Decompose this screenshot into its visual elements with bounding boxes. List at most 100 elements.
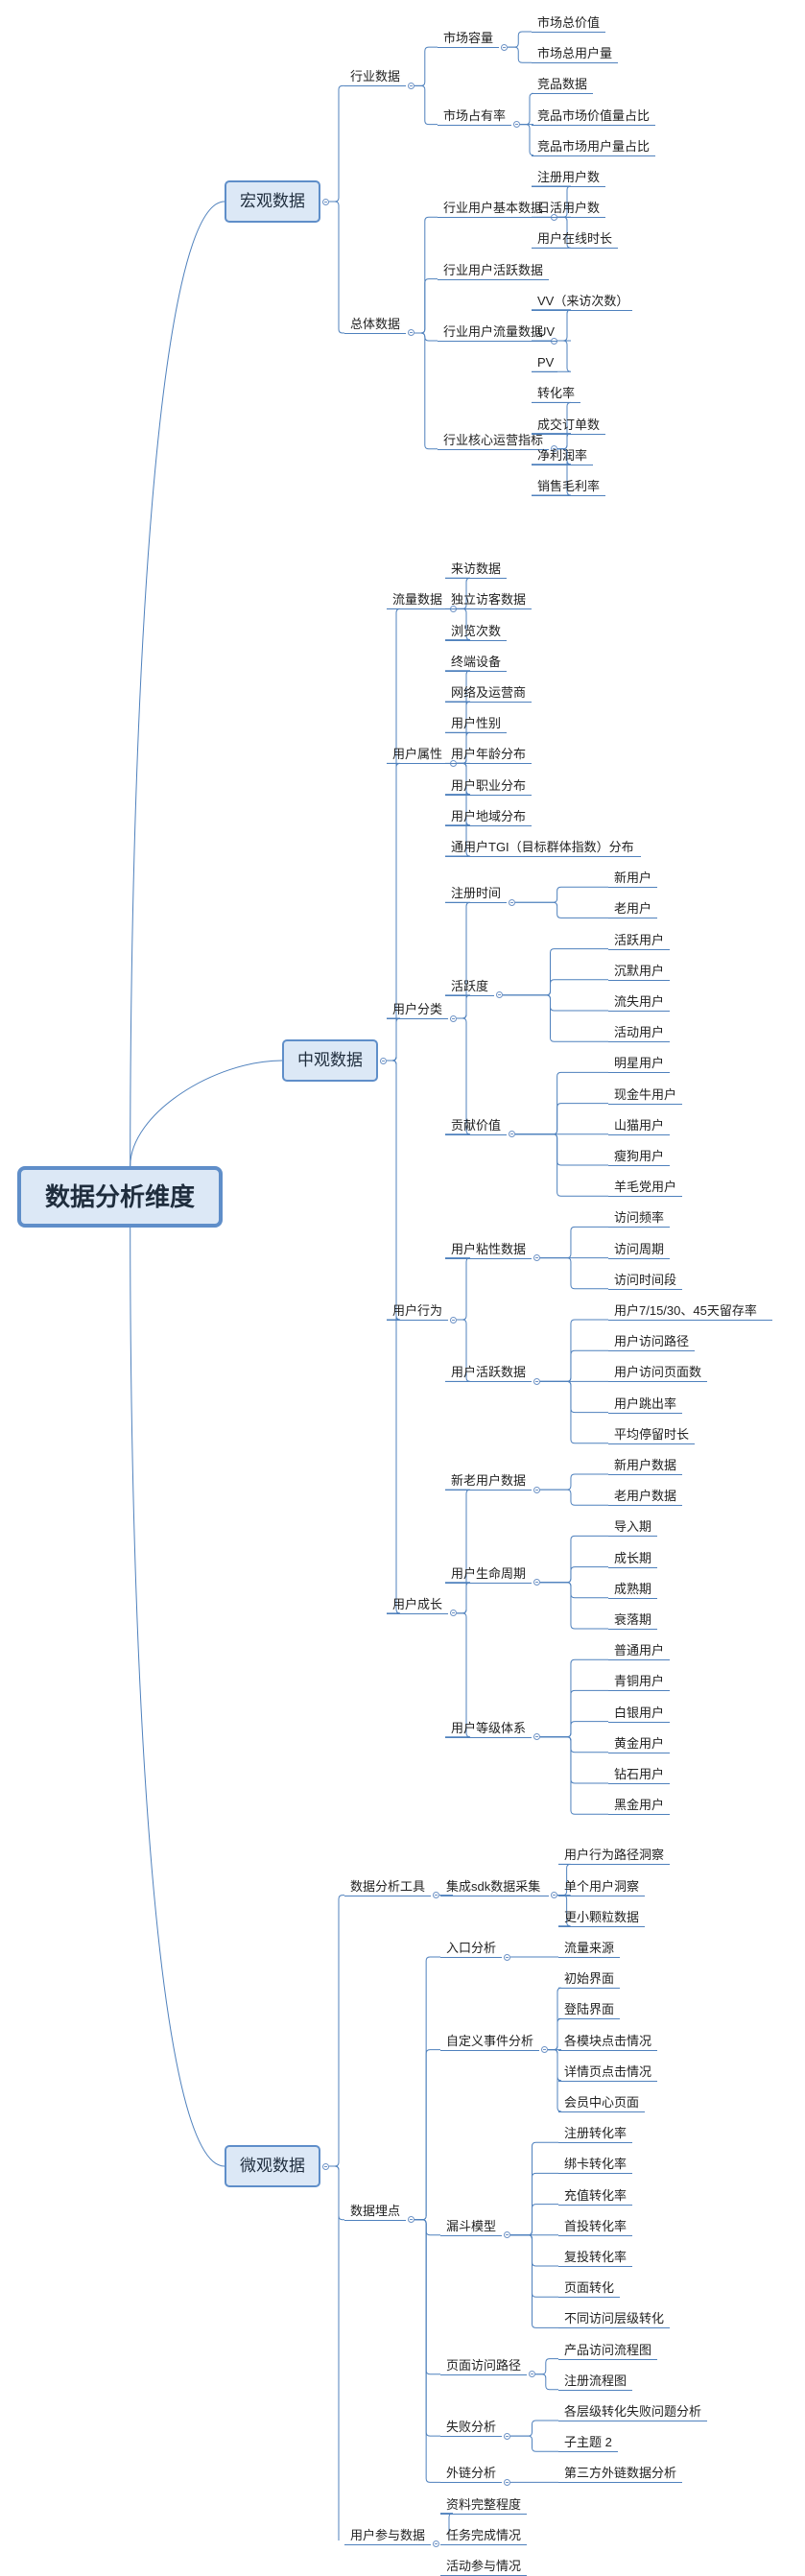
leaf-topic[interactable]: 转化率 <box>537 386 576 401</box>
collapse-toggle-icon[interactable] <box>551 445 557 453</box>
collapse-toggle-icon[interactable] <box>504 1953 510 1961</box>
leaf-topic[interactable]: 第三方外链数据分析 <box>564 2466 677 2481</box>
collapse-toggle-icon[interactable] <box>450 1014 457 1022</box>
collapse-toggle-icon[interactable] <box>504 2478 510 2486</box>
leaf-topic[interactable]: 通用户TGI（目标群体指数）分布 <box>451 840 634 854</box>
leaf-topic[interactable]: 明星用户 <box>614 1056 665 1071</box>
subtopic-group[interactable]: 外链分析 <box>446 2466 497 2481</box>
collapse-toggle-icon[interactable] <box>533 1579 540 1586</box>
leaf-topic[interactable]: 新用户数据 <box>614 1458 677 1472</box>
leaf-topic[interactable]: 黄金用户 <box>614 1735 665 1751</box>
collapse-toggle-icon[interactable] <box>533 1254 540 1262</box>
subtopic-group[interactable]: 失败分析 <box>446 2420 497 2435</box>
leaf-topic[interactable]: 老用户数据 <box>614 1489 677 1504</box>
collapse-toggle-icon[interactable] <box>408 82 414 89</box>
collapse-toggle-icon[interactable] <box>504 2231 510 2239</box>
leaf-topic[interactable]: 注册流程图 <box>564 2373 627 2388</box>
leaf-topic[interactable]: 注册用户数 <box>537 170 601 184</box>
leaf-topic[interactable]: 成交订单数 <box>537 417 601 432</box>
subtopic[interactable]: 流量数据 <box>392 592 443 608</box>
leaf-topic[interactable]: 会员中心页面 <box>564 2095 640 2110</box>
collapse-toggle-icon[interactable] <box>504 2432 510 2440</box>
leaf-topic[interactable]: 行业用户活跃数据 <box>443 262 544 277</box>
leaf-topic[interactable]: 用户职业分布 <box>451 777 527 793</box>
leaf-topic[interactable]: 访问时间段 <box>614 1272 677 1287</box>
collapse-toggle-icon[interactable] <box>501 43 508 51</box>
leaf-topic[interactable]: 普通用户 <box>614 1643 665 1658</box>
leaf-topic[interactable]: 用户访问路径 <box>614 1334 690 1349</box>
leaf-topic[interactable]: 山猫用户 <box>614 1117 665 1133</box>
collapse-toggle-icon[interactable] <box>509 898 515 906</box>
collapse-toggle-icon[interactable] <box>533 1733 540 1741</box>
subtopic[interactable]: 用户属性 <box>392 747 443 762</box>
leaf-topic[interactable]: 平均停留时长 <box>614 1426 690 1442</box>
collapse-toggle-icon[interactable] <box>408 2216 414 2224</box>
leaf-topic[interactable]: 页面转化 <box>564 2280 615 2296</box>
leaf-topic[interactable]: 成熟期 <box>614 1581 652 1596</box>
leaf-topic[interactable]: 详情页点击情况 <box>564 2063 652 2079</box>
collapse-toggle-icon[interactable] <box>550 1892 557 1899</box>
leaf-topic[interactable]: 首投转化率 <box>564 2218 627 2233</box>
leaf-topic[interactable]: VV（来访次数） <box>537 293 629 308</box>
subtopic[interactable]: 数据埋点 <box>350 2203 401 2218</box>
subtopic-group[interactable]: 页面访问路径 <box>446 2357 522 2373</box>
subtopic-group[interactable]: 入口分析 <box>446 1941 497 1955</box>
leaf-topic[interactable]: 竞品市场价值量占比 <box>537 107 651 123</box>
collapse-toggle-icon[interactable] <box>509 1131 515 1138</box>
leaf-topic[interactable]: 羊毛党用户 <box>614 1180 677 1195</box>
leaf-topic[interactable]: 各层级转化失败问题分析 <box>564 2404 702 2419</box>
subtopic-group[interactable]: 市场占有率 <box>443 107 507 123</box>
main-topic[interactable]: 中观数据 <box>282 1039 378 1082</box>
subtopic-group[interactable]: 用户粘性数据 <box>451 1241 527 1256</box>
leaf-topic[interactable]: 竞品市场用户量占比 <box>537 138 651 154</box>
root-topic[interactable]: 数据分析维度 <box>17 1166 223 1228</box>
collapse-toggle-icon[interactable] <box>322 2162 329 2170</box>
leaf-topic[interactable]: UV <box>537 324 556 339</box>
leaf-topic[interactable]: 更小颗粒数据 <box>564 1909 640 1924</box>
leaf-topic[interactable]: 独立访客数据 <box>451 592 527 608</box>
collapse-toggle-icon[interactable] <box>450 1316 457 1324</box>
leaf-topic[interactable]: 导入期 <box>614 1519 652 1535</box>
leaf-topic[interactable]: 用户7/15/30、45天留存率 <box>614 1303 757 1318</box>
leaf-topic[interactable]: 用户跳出率 <box>614 1395 677 1411</box>
leaf-topic[interactable]: 净利润率 <box>537 447 588 463</box>
leaf-topic[interactable]: 产品访问流程图 <box>564 2342 652 2357</box>
subtopic[interactable]: 用户参与数据 <box>350 2527 426 2542</box>
subtopic[interactable]: 行业数据 <box>350 69 401 84</box>
leaf-topic[interactable]: 浏览次数 <box>451 623 502 638</box>
subtopic-group[interactable]: 活跃度 <box>451 978 489 993</box>
leaf-topic[interactable]: 子主题 2 <box>564 2435 612 2450</box>
subtopic[interactable]: 用户分类 <box>392 1002 443 1017</box>
leaf-topic[interactable]: 市场总用户量 <box>537 46 613 61</box>
leaf-topic[interactable]: 流失用户 <box>614 994 665 1009</box>
leaf-topic[interactable]: 不同访问层级转化 <box>564 2311 665 2326</box>
leaf-topic[interactable]: 用户在线时长 <box>537 231 613 247</box>
subtopic-group[interactable]: 注册时间 <box>451 886 502 901</box>
main-topic[interactable]: 宏观数据 <box>225 180 320 223</box>
leaf-topic[interactable]: 复投转化率 <box>564 2250 627 2264</box>
leaf-topic[interactable]: 访问频率 <box>614 1210 665 1226</box>
subtopic-group[interactable]: 用户生命周期 <box>451 1565 527 1581</box>
subtopic[interactable]: 总体数据 <box>350 316 401 331</box>
collapse-toggle-icon[interactable] <box>408 329 414 337</box>
collapse-toggle-icon[interactable] <box>529 2371 535 2378</box>
leaf-topic[interactable]: 终端设备 <box>451 654 502 669</box>
leaf-topic[interactable]: 任务完成情况 <box>446 2527 522 2542</box>
leaf-topic[interactable]: 成长期 <box>614 1550 652 1565</box>
subtopic-group[interactable]: 贡献价值 <box>451 1117 502 1133</box>
subtopic-group[interactable]: 行业核心运营指标 <box>443 432 544 447</box>
leaf-topic[interactable]: 充值转化率 <box>564 2187 627 2203</box>
leaf-topic[interactable]: 访问周期 <box>614 1241 665 1256</box>
leaf-topic[interactable]: 新用户 <box>614 871 652 886</box>
leaf-topic[interactable]: 各模块点击情况 <box>564 2033 652 2048</box>
collapse-toggle-icon[interactable] <box>450 1610 457 1617</box>
leaf-topic[interactable]: 网络及运营商 <box>451 685 527 700</box>
leaf-topic[interactable]: 用户地域分布 <box>451 808 527 823</box>
leaf-topic[interactable]: 用户行为路径洞察 <box>564 1848 665 1863</box>
leaf-topic[interactable]: PV <box>537 355 555 370</box>
leaf-topic[interactable]: 瘦狗用户 <box>614 1149 665 1163</box>
subtopic-group[interactable]: 市场容量 <box>443 31 494 46</box>
leaf-topic[interactable]: 绑卡转化率 <box>564 2157 627 2172</box>
leaf-topic[interactable]: 登陆界面 <box>564 2002 615 2017</box>
collapse-toggle-icon[interactable] <box>533 1377 540 1385</box>
